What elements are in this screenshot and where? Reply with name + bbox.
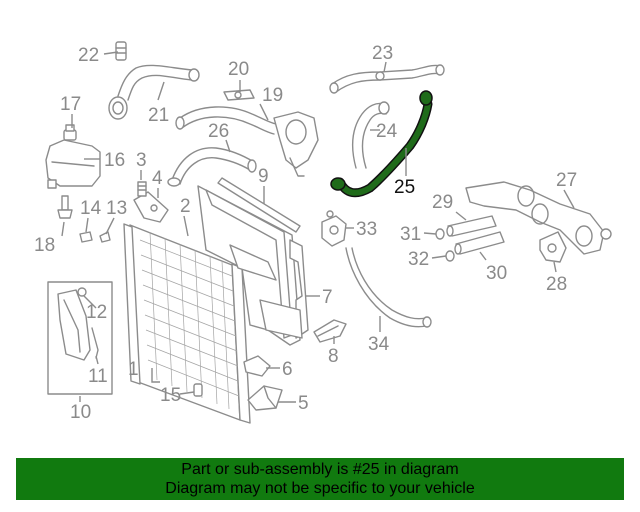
label-11: 11 (88, 366, 108, 387)
label-14: 14 (80, 198, 102, 219)
hose-26[interactable] (167, 147, 257, 187)
label-7: 7 (322, 287, 333, 308)
label-29: 29 (432, 192, 453, 213)
bracket-5[interactable] (247, 385, 283, 411)
label-19: 19 (262, 85, 283, 106)
hose-24[interactable] (351, 101, 390, 169)
clip-11[interactable] (91, 327, 99, 359)
label-9: 9 (258, 166, 269, 187)
tank-cap[interactable] (63, 124, 77, 141)
label-22: 22 (78, 45, 99, 66)
label-6: 6 (282, 359, 293, 380)
label-18: 18 (34, 235, 55, 256)
thermostat-housing[interactable] (273, 111, 319, 177)
leader-lines (61, 51, 575, 403)
label-24: 24 (376, 121, 398, 142)
air-duct-box (47, 281, 113, 395)
air-duct[interactable] (57, 289, 91, 361)
label-31: 31 (400, 224, 421, 245)
label-21: 21 (148, 105, 169, 126)
sealing-strip[interactable] (217, 177, 301, 233)
gasket-28[interactable] (539, 231, 567, 263)
hose-23[interactable] (329, 64, 445, 94)
label-4: 4 (152, 168, 163, 189)
fan-shroud[interactable] (197, 185, 309, 346)
hose-25-highlighted[interactable] (330, 90, 433, 198)
label-8: 8 (328, 346, 339, 367)
clip-12[interactable] (77, 287, 87, 297)
label-10: 10 (70, 402, 91, 423)
label-28: 28 (546, 274, 567, 295)
banner-line-part: Part or sub-assembly is #25 in diagram (181, 461, 459, 478)
bracket-8[interactable] (313, 319, 347, 343)
expansion-tank[interactable] (45, 139, 101, 189)
bracket-6[interactable] (243, 355, 271, 377)
label-30: 30 (486, 263, 507, 284)
vent-screw[interactable] (115, 41, 127, 61)
label-1: 1 (128, 359, 139, 380)
screw-15[interactable] (193, 383, 203, 397)
banner-line-disclaimer: Diagram may not be specific to your vehi… (165, 480, 475, 497)
label-16: 16 (104, 150, 125, 171)
bolt-3[interactable] (137, 181, 147, 197)
radiator[interactable] (123, 223, 251, 424)
label-26: 26 (208, 121, 229, 142)
label-20: 20 (228, 59, 249, 80)
label-25: 25 (394, 177, 415, 198)
label-13: 13 (106, 198, 127, 219)
label-27: 27 (556, 170, 577, 191)
water-pipe-27[interactable] (465, 181, 612, 255)
hose-34[interactable] (345, 247, 432, 328)
temperature-sensor[interactable] (57, 195, 73, 219)
coolant-hose-21[interactable] (108, 64, 200, 120)
label-23: 23 (372, 43, 393, 64)
label-34: 34 (368, 334, 390, 355)
clip-13[interactable] (99, 231, 111, 243)
connector-33[interactable] (321, 210, 347, 247)
label-12: 12 (86, 302, 107, 323)
o-ring-31[interactable] (435, 228, 445, 240)
hose-19[interactable] (175, 106, 277, 135)
part-info-banner: Part or sub-assembly is #25 in diagram D… (16, 458, 624, 500)
label-3: 3 (136, 150, 147, 171)
label-2: 2 (180, 196, 191, 217)
callout-labels: 22 21 17 16 20 19 26 23 24 25 3 4 2 9 33… (34, 43, 577, 423)
label-33: 33 (356, 219, 377, 240)
pipe-29[interactable] (446, 215, 497, 237)
label-32: 32 (408, 249, 429, 270)
label-15: 15 (160, 385, 181, 406)
label-5: 5 (298, 393, 309, 414)
pipe-30[interactable] (454, 231, 505, 255)
clip-14[interactable] (79, 231, 93, 243)
clamp-20[interactable] (223, 89, 255, 101)
parts-diagram: 22 21 17 16 20 19 26 23 24 25 3 4 2 9 33… (34, 41, 612, 424)
label-17: 17 (60, 94, 81, 115)
o-ring-32[interactable] (445, 250, 455, 262)
